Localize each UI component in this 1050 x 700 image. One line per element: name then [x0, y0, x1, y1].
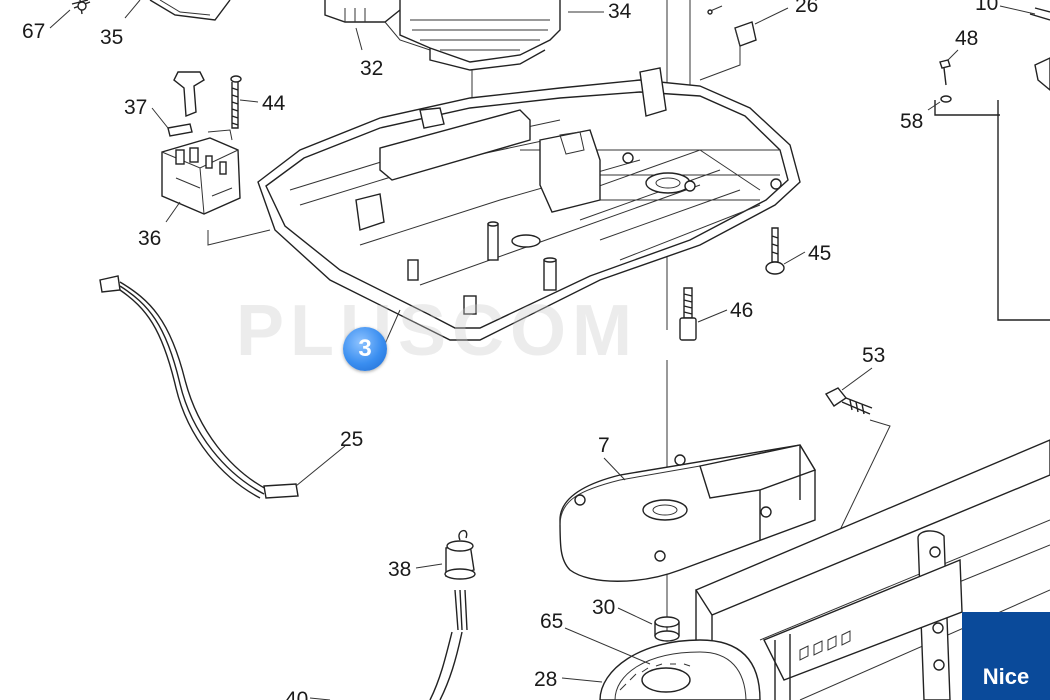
- housing-base-3: [257, 67, 801, 341]
- label-38: 38: [388, 558, 411, 581]
- label-40: 40: [285, 688, 308, 700]
- label-32: 32: [360, 57, 383, 80]
- part-37: [167, 71, 205, 137]
- label-10: 10: [975, 0, 998, 15]
- rail-assembly: [694, 439, 1050, 700]
- screw-44: [230, 75, 242, 129]
- label-67: 67: [22, 20, 45, 43]
- label-36: 36: [138, 227, 161, 250]
- label-28: 28: [534, 668, 557, 691]
- callout-badge: 3: [343, 327, 387, 371]
- label-30: 30: [592, 596, 615, 619]
- part-26: [707, 5, 757, 47]
- screw-48: [939, 59, 951, 86]
- label-58: 58: [900, 110, 923, 133]
- brand-logo: Nice: [962, 612, 1050, 700]
- label-45: 45: [808, 242, 831, 265]
- label-65: 65: [540, 610, 563, 633]
- part-38: [429, 530, 476, 700]
- washer-58: [940, 95, 952, 103]
- watermark-text: PLUSCOM: [236, 291, 638, 371]
- label-25: 25: [340, 428, 363, 451]
- side-panel: [934, 100, 1050, 321]
- label-46: 46: [730, 299, 753, 322]
- label-35: 35: [100, 26, 123, 49]
- label-26: 26: [795, 0, 818, 17]
- screw-45: [765, 227, 785, 275]
- cable-25: [99, 275, 299, 499]
- part-36: [161, 137, 241, 215]
- label-37: 37: [124, 96, 147, 119]
- label-44: 44: [262, 92, 286, 115]
- part-35-fragment: [149, 0, 231, 21]
- belt-wheel-28: [599, 639, 761, 700]
- bushing-30: [654, 616, 680, 642]
- part-67-fragment: [71, 0, 91, 15]
- screw-53: [824, 387, 891, 531]
- screw-46: [679, 287, 697, 341]
- part-32-fragment: [324, 0, 431, 51]
- part-10-fragment: [1029, 7, 1050, 91]
- label-34: 34: [608, 0, 632, 23]
- label-7: 7: [598, 434, 610, 457]
- part-34-fragment: [399, 0, 561, 71]
- label-48: 48: [955, 27, 978, 50]
- label-53: 53: [862, 344, 885, 367]
